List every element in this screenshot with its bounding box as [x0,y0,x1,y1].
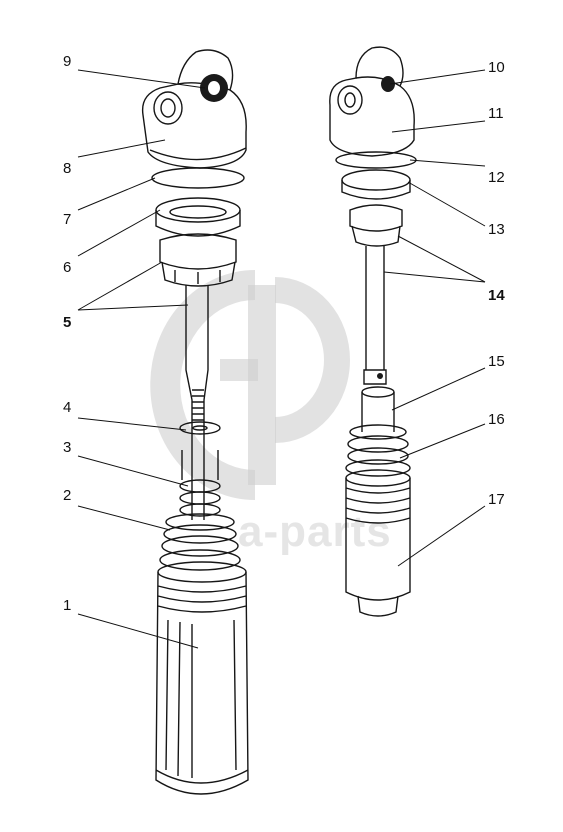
callout-6: 6 [63,259,71,276]
callout-15: 15 [488,353,505,370]
callout-labels: 9 8 7 6 5 4 3 2 1 10 11 12 13 14 15 16 1… [63,53,505,614]
part-1-main-tube [155,561,249,795]
part-8-top-mount [141,49,247,169]
callout-16: 16 [488,411,505,428]
watermark-text: a-parts [238,507,392,556]
part-12-ring [335,151,417,169]
callout-14: 14 [488,287,505,304]
callout-11: 11 [488,105,504,122]
callout-5: 5 [63,314,71,331]
callout-10: 10 [488,59,505,76]
part-10-bushing [337,76,395,115]
part-7-o-ring [151,167,245,189]
callout-12: 12 [488,169,505,186]
part-16-valve-stack [345,424,411,477]
part-3-spring [179,450,221,517]
right-shock-assembly [329,46,417,617]
part-2-seal-stack [159,513,241,571]
callout-7: 7 [63,211,71,228]
part-17-cartridge-body [345,469,411,617]
part-13-nut [341,169,411,200]
part-5-rod-guide [159,233,237,287]
part-9-bushing [153,74,228,125]
callout-9: 9 [63,53,71,70]
callout-17: 17 [488,491,505,508]
leader-lines [77,69,486,649]
callout-2: 2 [63,487,71,504]
callout-4: 4 [63,399,71,416]
callout-3: 3 [63,439,71,456]
part-15-piston [361,386,395,432]
watermark-logo: a-parts [150,270,392,556]
callout-8: 8 [63,160,71,177]
callout-1: 1 [63,597,71,614]
part-6-ring-nut [155,197,241,237]
left-shock-assembly [141,49,249,795]
callout-13: 13 [488,221,505,238]
part-11-top-mount [329,46,415,157]
part-4-washer [179,421,221,435]
left-piston-rod [185,285,209,520]
part-14-rod-and-guide [349,204,403,385]
